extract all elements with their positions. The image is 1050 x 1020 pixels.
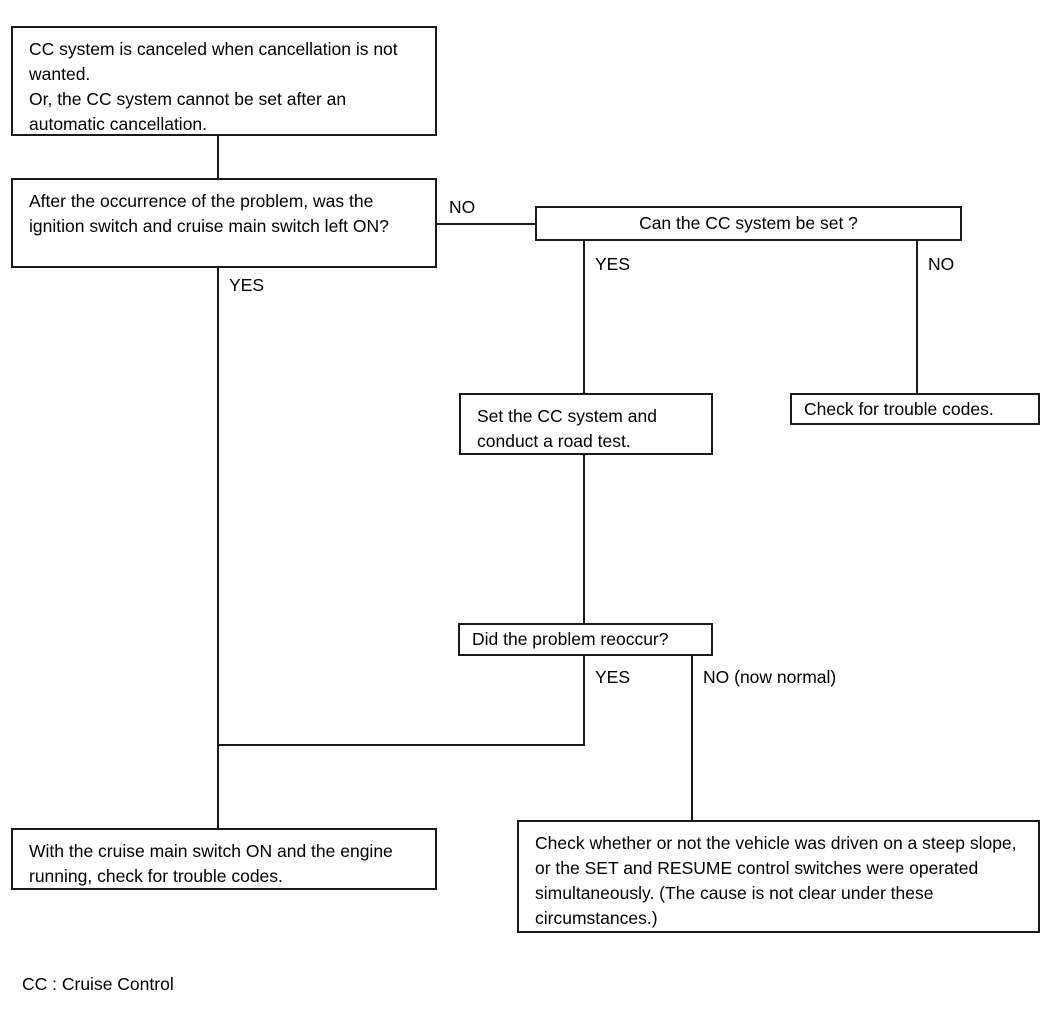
- edge-ignition-no-horizontal: [437, 223, 537, 225]
- edge-label-reoccur-yes: YES: [595, 667, 631, 687]
- node-action-check-codes[interactable]: Check for trouble codes.: [790, 393, 1040, 425]
- edge-can-set-no-vertical: [916, 240, 918, 395]
- node-symptom[interactable]: CC system is canceled when cancellation …: [11, 26, 437, 136]
- edge-label-reoccur-no: NO (now normal): [703, 667, 837, 687]
- node-question-ignition[interactable]: After the occurrence of the problem, was…: [11, 178, 437, 268]
- footnote-legend: CC : Cruise Control: [22, 974, 174, 994]
- node-action-set-road-test-text: Set the CC system and conduct a road tes…: [477, 406, 657, 451]
- node-symptom-text: CC system is canceled when cancellation …: [29, 39, 398, 134]
- node-action-check-steep-slope-text: Check whether or not the vehicle was dri…: [535, 833, 1017, 928]
- edge-symptom-to-ignition: [217, 135, 219, 180]
- node-question-can-set-text: Can the CC system be set ?: [639, 213, 858, 233]
- edge-label-can-set-yes: YES: [595, 254, 631, 274]
- edge-ignition-yes-vertical: [217, 268, 219, 830]
- edge-reoccur-no-vertical: [691, 655, 693, 822]
- node-action-set-road-test[interactable]: Set the CC system and conduct a road tes…: [459, 393, 713, 455]
- node-action-check-steep-slope[interactable]: Check whether or not the vehicle was dri…: [517, 820, 1040, 933]
- node-action-cruise-on-check-codes[interactable]: With the cruise main switch ON and the e…: [11, 828, 437, 890]
- node-question-reoccur-text: Did the problem reoccur?: [472, 629, 669, 649]
- edge-label-ignition-yes: YES: [229, 275, 265, 295]
- edge-label-ignition-no: NO: [449, 197, 476, 217]
- node-question-ignition-text: After the occurrence of the problem, was…: [29, 191, 389, 236]
- node-action-check-codes-text: Check for trouble codes.: [804, 398, 994, 419]
- edge-can-set-yes-vertical: [583, 240, 585, 395]
- edge-label-can-set-no: NO: [928, 254, 955, 274]
- edge-road-test-to-reoccur: [583, 455, 585, 624]
- edge-reoccur-yes-merge-horizontal: [217, 744, 585, 746]
- node-action-cruise-on-check-codes-text: With the cruise main switch ON and the e…: [29, 841, 393, 886]
- node-question-can-set[interactable]: Can the CC system be set ?: [535, 206, 962, 241]
- node-question-reoccur[interactable]: Did the problem reoccur?: [458, 623, 713, 656]
- edge-reoccur-yes-vertical: [583, 655, 585, 746]
